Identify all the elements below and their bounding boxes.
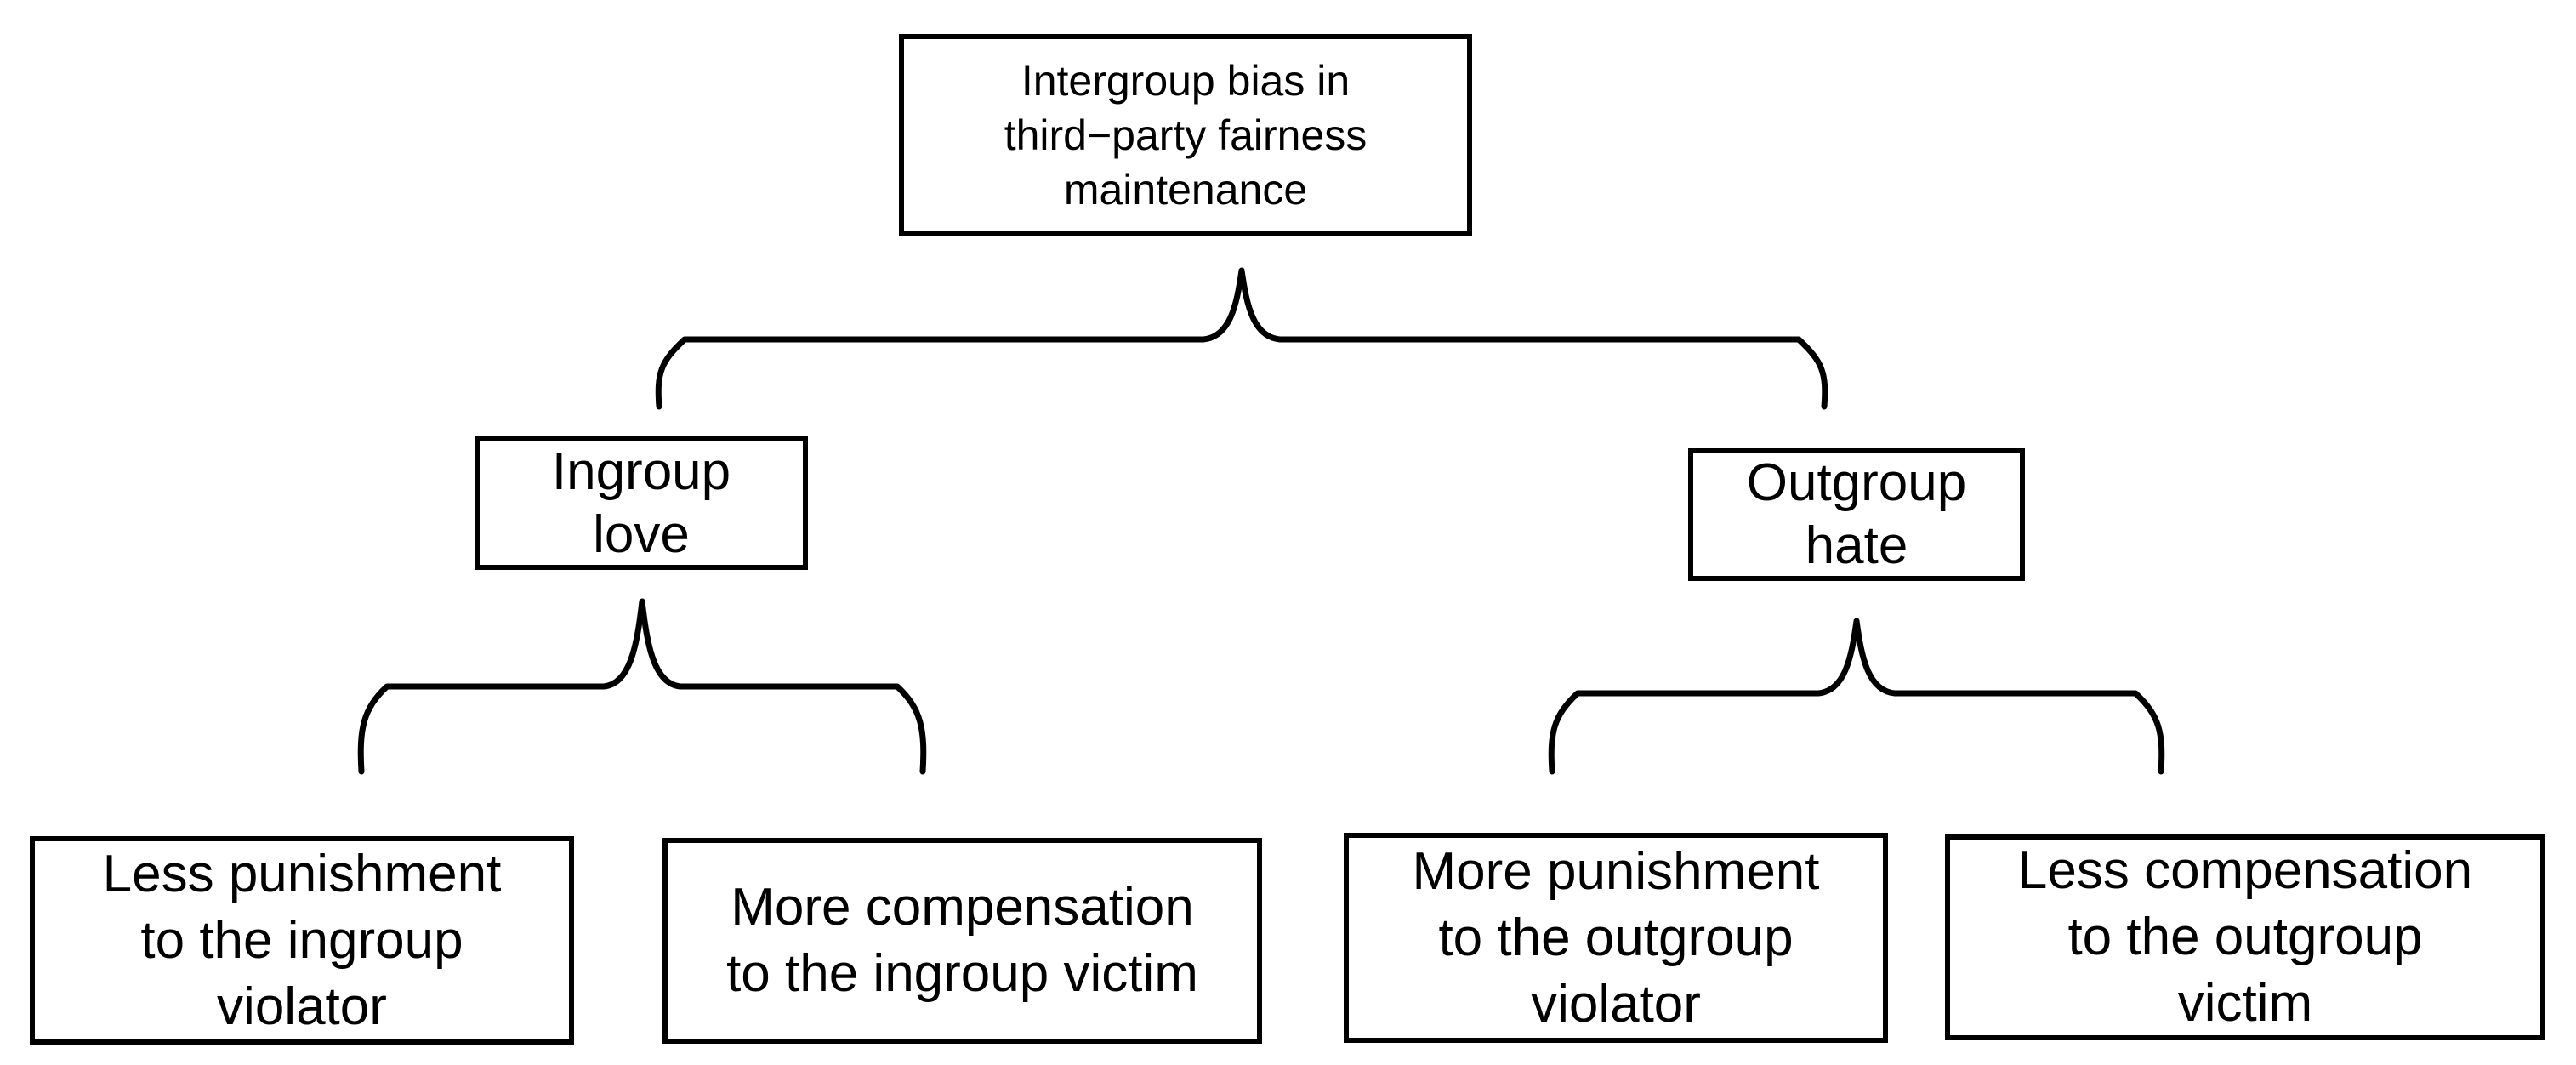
node-more-punishment-outgroup-violator: More punishment to the outgroup violator	[1344, 833, 1888, 1043]
brace-outgroup-to-leaves	[1548, 618, 2165, 775]
node-more-compensation-label: More compensation to the ingroup victim	[726, 878, 1198, 1003]
node-less-compensation-outgroup-victim: Less compensation to the outgroup victim	[1945, 834, 2545, 1040]
brace-ingroup-to-leaves	[357, 598, 927, 775]
node-outgroup-hate-label: Outgroup hate	[1746, 453, 1967, 575]
node-outgroup-hate: Outgroup hate	[1688, 448, 2025, 581]
node-less-punishment-ingroup-violator: Less punishment to the ingroup violator	[30, 836, 574, 1045]
node-root-label: Intergroup bias in third−party fairness …	[1004, 57, 1368, 214]
node-more-punishment-label: More punishment to the outgroup violator	[1412, 841, 1820, 1034]
node-root: Intergroup bias in third−party fairness …	[899, 34, 1472, 236]
node-ingroup-love-label: Ingroup love	[551, 441, 731, 564]
node-less-punishment-label: Less punishment to the ingroup violator	[102, 844, 502, 1036]
node-less-compensation-label: Less compensation to the outgroup victim	[2017, 841, 2473, 1033]
node-more-compensation-ingroup-victim: More compensation to the ingroup victim	[662, 838, 1262, 1044]
node-ingroup-love: Ingroup love	[475, 436, 808, 570]
brace-root-to-level2	[655, 267, 1828, 410]
